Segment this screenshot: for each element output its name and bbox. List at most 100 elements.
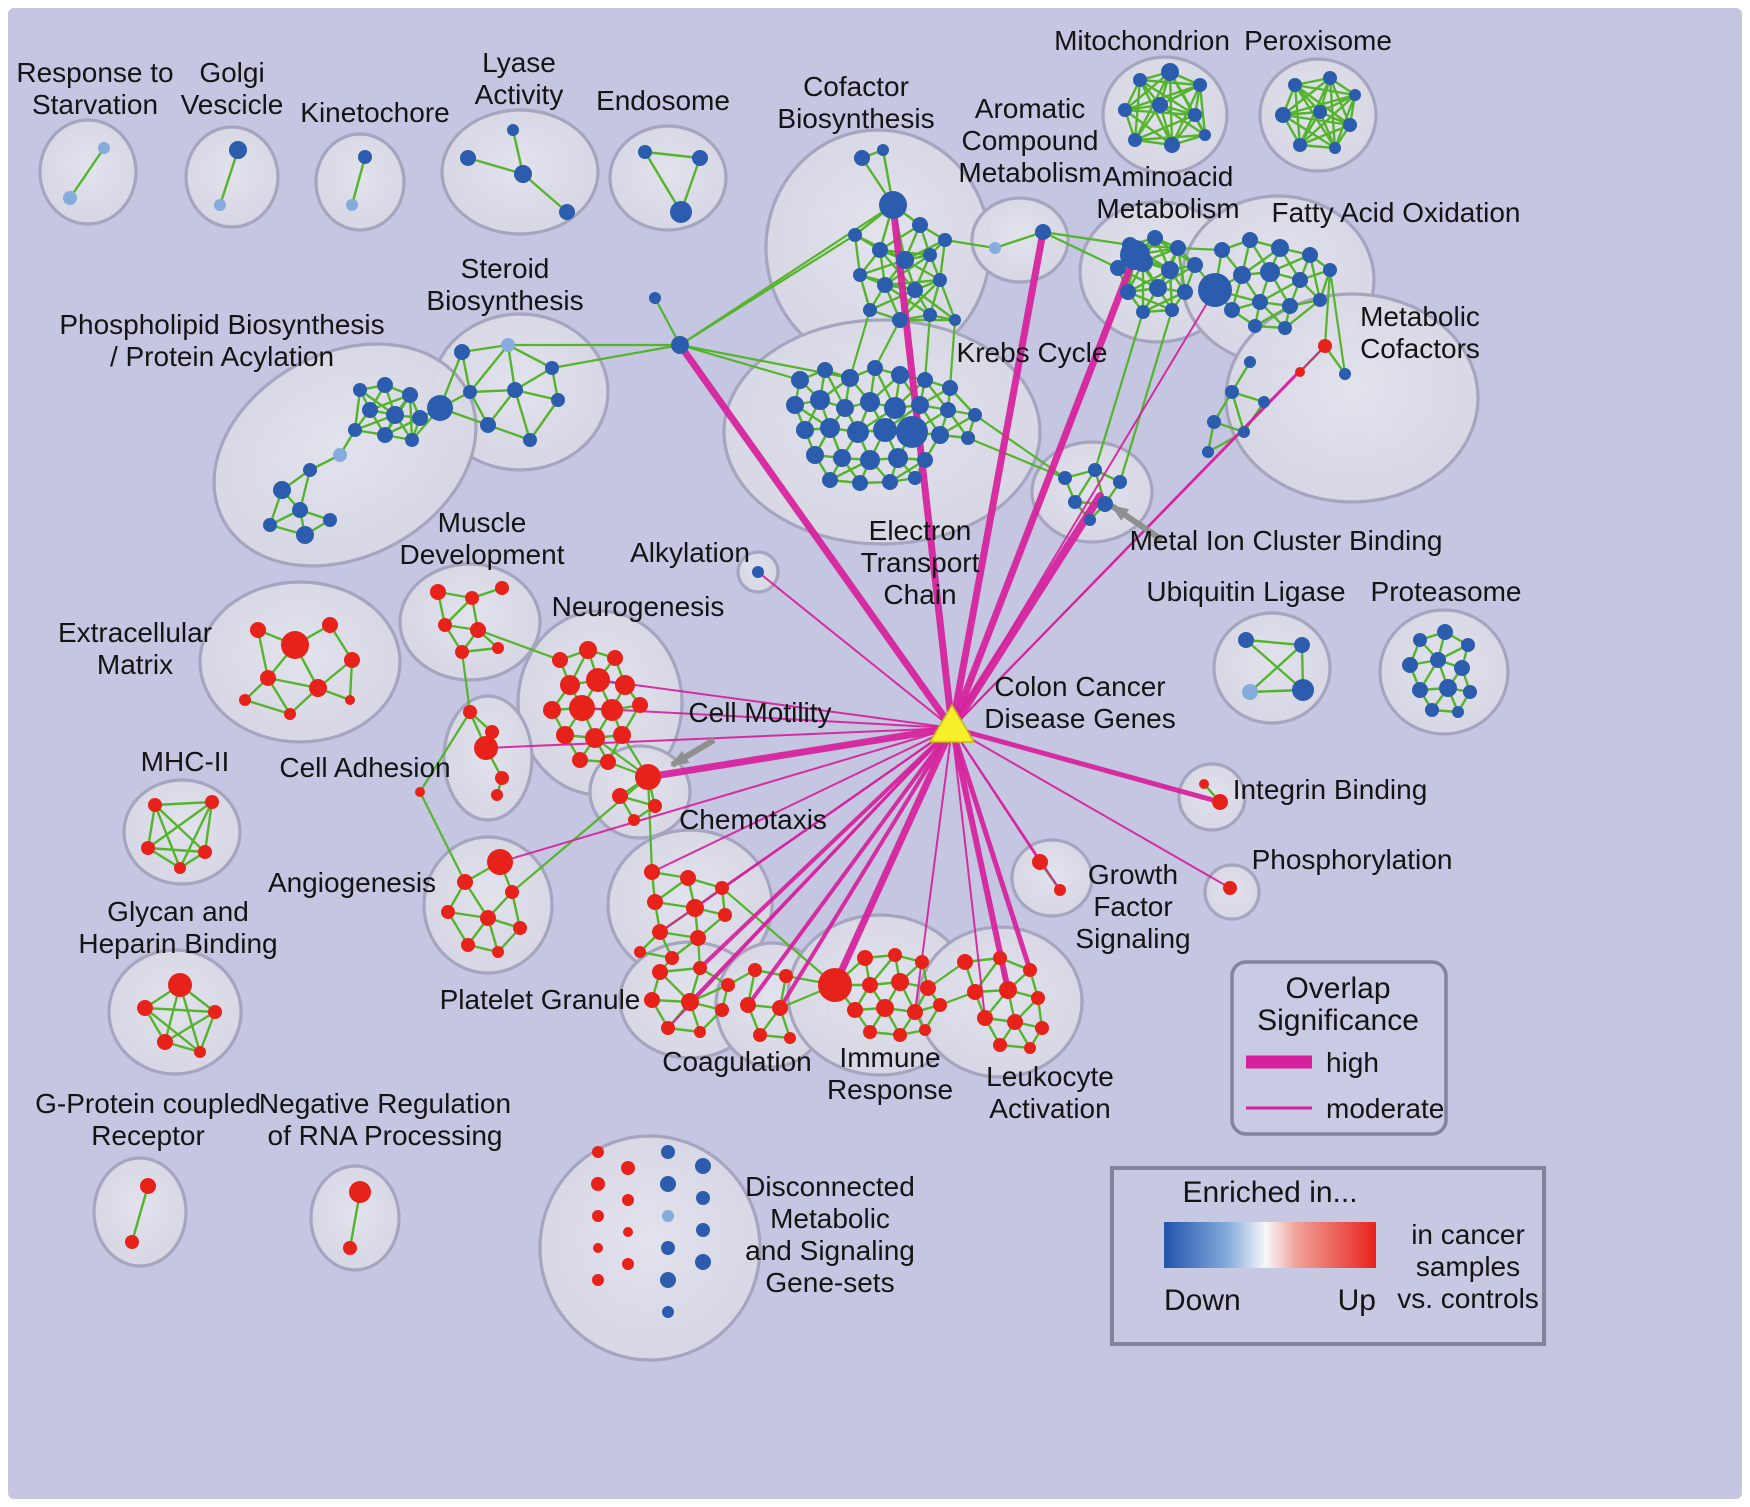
node-fatty-acid-oxidation — [1248, 319, 1262, 333]
node-endosome — [638, 145, 652, 159]
node-electron-transport-chain — [852, 475, 868, 491]
cluster-edge-endosome — [643, 151, 683, 213]
node-steroid-biosynthesis — [427, 395, 453, 421]
label-aromatic-compound-metabolism-line: Metabolism — [958, 157, 1101, 188]
label-lyase-activity-line: Lyase — [482, 47, 556, 78]
cluster-edge-steroid-biosynthesis — [513, 389, 532, 441]
node-electron-transport-chain — [841, 369, 859, 387]
node-platelet-granule — [694, 1026, 706, 1038]
node-chemotaxis — [647, 894, 663, 910]
label-endosome-line: Endosome — [596, 85, 730, 116]
node-glycan-heparin-binding — [168, 973, 192, 997]
label-phospholipid-biosynthesis-line: Phospholipid Biosynthesis — [59, 309, 384, 340]
enriched-legend-title: Enriched in... — [1182, 1176, 1357, 1209]
node-electron-transport-chain — [917, 452, 933, 468]
node-steroid-biosynthesis — [463, 385, 477, 399]
overlap-edge — [485, 727, 953, 749]
node-mitochondrion — [1188, 108, 1202, 122]
green-link — [948, 319, 957, 389]
label-kinetochore: Kinetochore — [300, 97, 449, 128]
node-phospholipid-biosynthesis — [386, 406, 404, 424]
node-fatty-acid-oxidation — [1292, 272, 1308, 288]
node-cofactor-biosynthesis — [938, 233, 952, 247]
node-phosphorylation — [1223, 881, 1237, 895]
label-extracellular-matrix-line: Extracellular — [58, 617, 212, 648]
node-electron-transport-chain — [820, 418, 840, 438]
node-extracellular-matrix — [260, 670, 276, 686]
node-fatty-acid-oxidation — [1271, 239, 1289, 257]
label-muscle-development-line: Development — [400, 539, 565, 570]
node-disconnected-gene-sets — [696, 1191, 710, 1205]
overlap-edge — [651, 727, 953, 873]
cluster-edge-mhc-ii — [203, 801, 214, 853]
label-steroid-biosynthesis-line: Steroid — [461, 253, 550, 284]
node-proteasome — [1402, 657, 1418, 673]
label-cell-adhesion: Cell Adhesion — [279, 752, 450, 783]
node-growth-factor-signaling — [1032, 854, 1048, 870]
cluster-edge-mhc-ii — [154, 804, 206, 853]
label-mhc-ii-line: MHC-II — [141, 746, 230, 777]
label-alkylation-line: Alkylation — [630, 537, 750, 568]
node-metal-ion-cluster-binding — [1068, 495, 1082, 509]
label-glycan-heparin-binding-line: Heparin Binding — [78, 928, 277, 959]
cluster-ellipse-disconnected-gene-sets — [538, 1134, 762, 1362]
node-electron-transport-chain — [810, 390, 830, 410]
node-coagulation — [784, 1032, 796, 1044]
label-cell-adhesion-line: Cell Adhesion — [279, 752, 450, 783]
label-krebs-cycle-line: Krebs Cycle — [957, 337, 1108, 368]
node-cell-adhesion — [463, 705, 477, 719]
label-coagulation: Coagulation — [662, 1046, 811, 1077]
node-metabolic-cofactors — [1225, 385, 1239, 399]
node-chemotaxis — [686, 899, 704, 917]
cluster-ellipse-golgi-vescicle — [184, 125, 280, 229]
node-glycan-heparin-binding — [137, 1000, 153, 1016]
cluster-edge-mhc-ii — [147, 801, 213, 849]
label-phosphorylation-line: Phosphorylation — [1252, 844, 1453, 875]
label-colon-cancer-disease-genes-line: Disease Genes — [984, 703, 1175, 734]
node-extracellular-matrix — [284, 708, 296, 720]
node-cell-motility — [635, 764, 661, 790]
node-cofactor-biosynthesis — [877, 144, 889, 156]
node-kinetochore — [358, 150, 372, 164]
enriched-legend-up: Up — [1338, 1284, 1376, 1317]
node-immune-response — [919, 1024, 931, 1036]
overlap-edge — [951, 727, 986, 1019]
label-coagulation-line: Coagulation — [662, 1046, 811, 1077]
overlap-edge — [951, 727, 1231, 889]
node-angiogenesis — [487, 849, 513, 875]
node-neurogenesis — [572, 752, 588, 768]
node-ubiquitin-ligase — [1294, 637, 1310, 653]
cluster-edge-mhc-ii — [178, 801, 214, 869]
node-disconnected-gene-sets — [660, 1176, 676, 1192]
node-cofactor-biosynthesis — [892, 312, 908, 328]
node-electron-transport-chain — [836, 399, 854, 417]
node-angiogenesis — [513, 921, 527, 935]
label-mhc-ii: MHC-II — [141, 746, 230, 777]
label-extracellular-matrix-line: Matrix — [97, 649, 173, 680]
label-muscle-development-line: Muscle — [438, 507, 527, 538]
cluster-edge-glycan-heparin-binding — [164, 1010, 216, 1044]
node-immune-response — [857, 950, 873, 966]
label-cofactor-biosynthesis-line: Cofactor — [803, 71, 909, 102]
annotation-arrow — [1110, 503, 1164, 543]
node-electron-transport-chain — [961, 431, 975, 445]
label-metal-ion-cluster-binding-line: Metal Ion Cluster Binding — [1130, 525, 1443, 556]
node-fatty-acid-oxidation — [1278, 321, 1292, 335]
overlap-edge — [831, 724, 956, 989]
node-cell-motility — [628, 814, 640, 826]
label-negative-regulation-rna-processing-line: Negative Regulation — [259, 1088, 511, 1119]
cluster-edge-peroxisome — [1282, 93, 1356, 117]
green-link — [1328, 269, 1347, 375]
node-immune-response — [862, 977, 878, 993]
green-link — [679, 343, 801, 382]
overlap-legend-title-line: Overlap — [1285, 972, 1390, 1005]
node-glycan-heparin-binding — [208, 1005, 222, 1019]
overlap-edge — [746, 726, 954, 1007]
label-mitochondrion: Mitochondrion — [1054, 25, 1230, 56]
node-neurogenesis — [615, 675, 635, 695]
green-link — [944, 238, 996, 250]
